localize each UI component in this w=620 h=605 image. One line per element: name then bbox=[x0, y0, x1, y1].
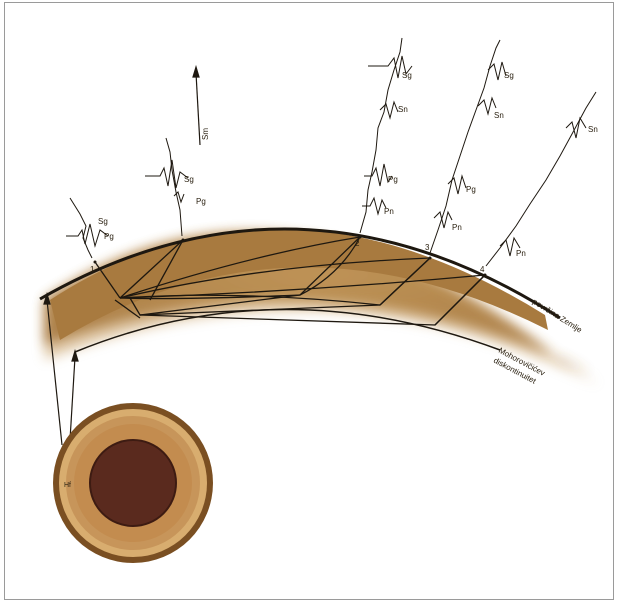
seismogram-3-phase-sn: Sn bbox=[398, 105, 408, 114]
focus-label: Hf bbox=[64, 482, 71, 489]
seismogram-3-phase-pg: Pg bbox=[388, 175, 398, 184]
seismogram-4-phase-sn: Sn bbox=[494, 111, 504, 120]
seismogram-5-phase-pn: Pn bbox=[516, 249, 526, 258]
seismogram-2-phase-sg: Sg bbox=[184, 175, 194, 184]
seismogram-4-phase-sg: Sg bbox=[504, 71, 514, 80]
station-label-4: 4 bbox=[480, 265, 485, 274]
seismogram-4-phase-pg: Pg bbox=[466, 185, 476, 194]
seismogram-1-phase-sg: Sg bbox=[98, 217, 108, 226]
seismogram-2-phase-pg: Pg bbox=[196, 197, 206, 206]
seismogram-3 bbox=[360, 38, 412, 233]
station-label-3: 3 bbox=[425, 243, 430, 252]
seismogram-3-phase-pn: Pn bbox=[384, 207, 394, 216]
seismogram-5-phase-sn: Sn bbox=[588, 125, 598, 134]
seismogram-2 bbox=[145, 138, 188, 236]
station-label-1: 1 bbox=[90, 265, 95, 274]
seismogram-4 bbox=[430, 40, 506, 253]
seismogram-4-phase-pn: Pn bbox=[452, 223, 462, 232]
up-arrow-label: Sm bbox=[201, 128, 210, 140]
seismogram-1 bbox=[66, 198, 108, 258]
up-arrow bbox=[193, 67, 200, 145]
seismogram-3-phase-sg: Sg bbox=[402, 71, 412, 80]
seismogram-1-phase-pg: Pg bbox=[104, 232, 114, 241]
station-label-2: 2 bbox=[355, 239, 360, 248]
earth-globe bbox=[53, 403, 213, 563]
